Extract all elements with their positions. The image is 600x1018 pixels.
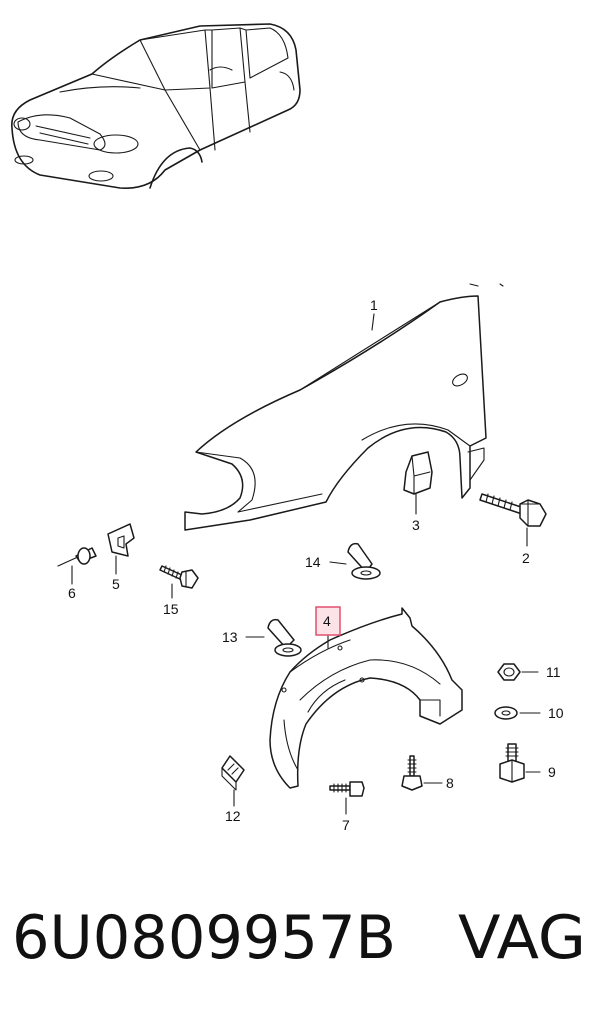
fender-panel [184,283,504,531]
brand-label: VAG [458,903,586,973]
bolt-part-9 [499,743,525,783]
callout-15: 15 [163,601,179,617]
clip-plate-part-5 [107,523,135,557]
car-illustration [11,23,301,189]
footer: 6U0809957B VAG [12,903,586,973]
callout-12: 12 [225,808,241,824]
screw-part-8 [401,755,423,791]
part-number: 6U0809957B [12,903,396,973]
rivet-part-6 [57,547,97,567]
callout-8: 8 [446,775,454,791]
bolt-part-2 [479,493,547,527]
callout-7: 7 [342,817,350,833]
callout-11: 11 [546,664,561,680]
callout-13: 13 [222,629,238,645]
screw-part-15 [159,565,199,589]
clip-nut-part-13 [267,618,302,657]
callout-3: 3 [412,517,420,533]
washer-part-10 [494,706,518,720]
callout-1: 1 [370,297,378,313]
highlight-box-part-4 [315,606,341,636]
clip-nut-part-14 [347,542,381,580]
leader-lines [71,313,541,815]
bracket-part-3 [403,451,433,495]
callout-labels: 1 2 3 4 5 6 7 8 9 10 11 12 13 14 15 [68,297,564,833]
clip-part-12 [221,755,245,791]
callout-4: 4 [323,613,331,629]
callout-2: 2 [522,550,530,566]
nut-part-11 [497,663,521,681]
callout-6: 6 [68,585,76,601]
callout-5: 5 [112,576,120,592]
callout-14: 14 [305,554,321,570]
screw-part-7 [329,781,365,797]
callout-9: 9 [548,764,556,780]
wheel-housing-liner [269,607,463,789]
callout-10: 10 [548,705,564,721]
